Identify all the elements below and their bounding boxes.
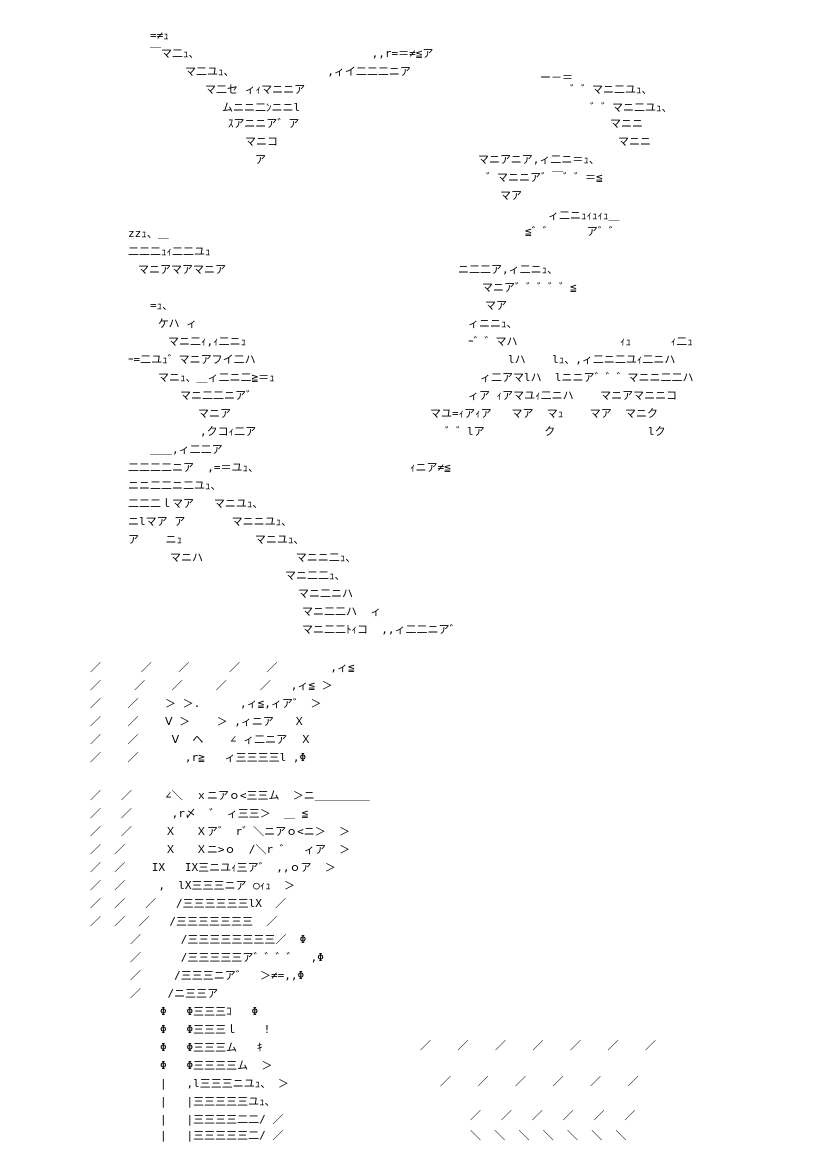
art-line: ー－＝ bbox=[540, 71, 573, 84]
art-line: | |三三三三三ユｭ、 bbox=[160, 1095, 276, 1108]
art-line: ｨｭ ｨ二ｭ bbox=[620, 335, 693, 348]
art-line: ィ二ニｭｨｭｨｭ＿ bbox=[548, 209, 620, 222]
art-line: マニアニア,ィ二ニ＝ｭ、 bbox=[478, 153, 600, 166]
art-line: ア ニｭ マニユｭ、 bbox=[128, 533, 305, 546]
art-line: ｨニア≠≦ bbox=[410, 461, 451, 474]
art-line: 二二二ｭｨ二二ユｭ bbox=[128, 245, 211, 258]
art-line: ／ /ニ三三ア bbox=[130, 987, 219, 1000]
art-line: ゛゛lア ク lク bbox=[445, 425, 666, 438]
art-line: マニ二二ｭ、 bbox=[285, 569, 346, 582]
art-line: ／ ／ ／ ／ ／ ／ ／ bbox=[420, 1039, 656, 1052]
art-line: ／ ／ Ⅴ ＞ ＞ ,ィニア Ｘ bbox=[90, 715, 305, 728]
art-line: ／ ／ Ⅴ ヘ ∠ ィ二ニア Ｘ bbox=[90, 733, 312, 746]
art-line: ィ二アマlハ lニニア゛゛゛マニニ二二ハ bbox=[480, 371, 694, 384]
art-line: Φ Φ三三三ム ｷ bbox=[160, 1041, 263, 1054]
art-line: ／ ／ , lX三三三ニア ○ｨｭ ＞ bbox=[90, 879, 295, 892]
art-line: マニ二ｨ,ｨ二ニｭ bbox=[168, 335, 247, 348]
art-line: lハ lｭ、,ィ二ニ二ユｨ二ニハ bbox=[508, 353, 676, 366]
art-line: マ二セ ィｨマニニア bbox=[205, 83, 306, 96]
art-line: =ｭ、 bbox=[150, 299, 174, 312]
art-line: マニ二二ﾄｨコ ,,ィ二二ニア゛ bbox=[302, 623, 461, 636]
art-line: ／ ／ Ｘ Ｘニ>ｏ /＼r ゛ ィア ＞ bbox=[90, 843, 351, 856]
art-line: ／ /三三三ニア゛ ＞≠=,,Φ bbox=[130, 969, 305, 982]
art-line: | ,l三三三ニユｭ、 ＞ bbox=[160, 1077, 289, 1090]
art-line: マニコ bbox=[245, 135, 278, 148]
art-line: ムニニ二ﾝニニl bbox=[222, 101, 301, 114]
art-line: ＿＿,ィ二二ア bbox=[150, 443, 223, 456]
art-line: ｰ゛゛マハ bbox=[468, 335, 518, 348]
art-line: マ二ユｭ、 ,ィイ二二二ニア bbox=[185, 65, 411, 78]
art-line: ／ ／ Ｘ Ｘア゛ r゛＼ニアｏ<ニ＞ ＞ bbox=[90, 825, 350, 838]
art-line: ／ ／ IX IX三ニユｨ三ア゛ ,,ｏア ＞ bbox=[90, 861, 336, 874]
art-line: ＼ ＼ ＼ ＼ ＼ ＼ ＼ bbox=[470, 1129, 627, 1142]
art-line: ア bbox=[255, 153, 266, 166]
art-line: 二二二ｌマア マニユｭ、 bbox=[128, 497, 264, 510]
art-line: マニニ bbox=[610, 117, 643, 130]
art-line: ／ ／ ＞ ＞. ,ィ≦,ィア゛ ＞ bbox=[90, 697, 322, 710]
art-line: マニハ マニニ二ｭ、 bbox=[170, 551, 357, 564]
art-line: マニニ bbox=[618, 135, 651, 148]
art-line: ／ /三三三三三三三三／ Φ bbox=[130, 933, 307, 946]
art-line: | |三三三三二二/ ／ bbox=[160, 1113, 284, 1126]
art-line: ／ ／ ,r≧ ィ三三三三l ,Φ bbox=[90, 751, 307, 764]
art-line: ゛゛マニ二ユｭ、 bbox=[570, 83, 653, 96]
art-line: ／ ／ ／ /三三三三三三lX ／ bbox=[90, 897, 287, 910]
art-line: マニｭ、＿ィ二ニ二≧＝ｭ bbox=[158, 371, 275, 384]
art-line: マア bbox=[485, 299, 507, 312]
art-line: Φ Φ三三三ｺ Φ bbox=[160, 1005, 259, 1018]
art-line: ｽアニニア゛ア bbox=[228, 117, 300, 130]
art-line: Φ Φ三三三ｌ ! bbox=[160, 1023, 271, 1036]
art-line: 二二二二ニア ,=＝ユｭ、 bbox=[128, 461, 259, 474]
art-line: ／ ／ ／ /三三三三三三三 ／ bbox=[90, 915, 278, 928]
art-line: ゛マニニア゛￣゛゛＝≦ bbox=[486, 171, 603, 184]
art-line: ィア ｨアマユｨ二ニハ マニアマニニコ bbox=[468, 389, 678, 402]
art-line: マニア゛゛゛゛゛≦ bbox=[482, 281, 577, 294]
art-line: ケハ ィ bbox=[158, 317, 198, 330]
art-line: | |三三三三三二/ ／ bbox=[160, 1129, 284, 1142]
art-line: ィニニｭ、 bbox=[468, 317, 518, 330]
art-line: ｰ=二ユｭ゛マニアフイ二ハ bbox=[128, 353, 256, 366]
art-line: マニア bbox=[198, 407, 231, 420]
art-line: ≦゛゛ ア゛゛ bbox=[525, 225, 620, 238]
art-line: ／ ／ ／ ／ ／ ,ィ≦ bbox=[90, 661, 355, 674]
art-line: マア bbox=[500, 189, 522, 202]
art-line: ニニ二二ニ二ユｭ、 bbox=[128, 479, 222, 492]
art-line: ／ ／ ／ ／ ／ ／ bbox=[470, 1109, 636, 1122]
art-line: マニ二二ハ ィ bbox=[302, 605, 382, 618]
art-line: マニアマアマニア bbox=[138, 263, 226, 276]
art-line: zzｭ、＿ bbox=[128, 227, 169, 240]
art-line: マニ二二ニア゛ bbox=[180, 389, 257, 402]
art-line: ／ /三三三三三ア゛゛゛゛ ,Φ bbox=[130, 951, 324, 964]
art-line: ／ ／ ／ ／ ／ ／ bbox=[440, 1075, 639, 1088]
art-line: マニ二ニハ bbox=[298, 587, 353, 600]
art-line: =≠ｭ bbox=[150, 29, 169, 42]
art-line: ／ ／ ／ ／ ／ ,ィ≦ ＞ bbox=[90, 679, 333, 692]
art-line: Φ Φ三三三三ム ＞ bbox=[160, 1059, 273, 1072]
art-line: マユ=ｨアｨア マア マｭ マア マニク bbox=[430, 407, 658, 420]
art-line: ニlマア ア マニニユｭ、 bbox=[128, 515, 293, 528]
art-line: ニ二二ア,ィ二ニｭ、 bbox=[458, 263, 559, 276]
art-line: ゛゛マニ二ユｭ、 bbox=[590, 101, 673, 114]
art-line: ／ ／ ∠＼ ｘニアｏ<三三ム ＞ニ＿＿＿＿＿ bbox=[90, 789, 370, 802]
art-line: ,クコｨ二ア bbox=[200, 425, 257, 438]
art-line: ／ ／ ,r〆 ゛ ィ三三＞ ＿ ≦ bbox=[90, 807, 309, 820]
art-line: ￣マ二ｭ、 ,,r=＝≠≦ア bbox=[150, 47, 434, 60]
